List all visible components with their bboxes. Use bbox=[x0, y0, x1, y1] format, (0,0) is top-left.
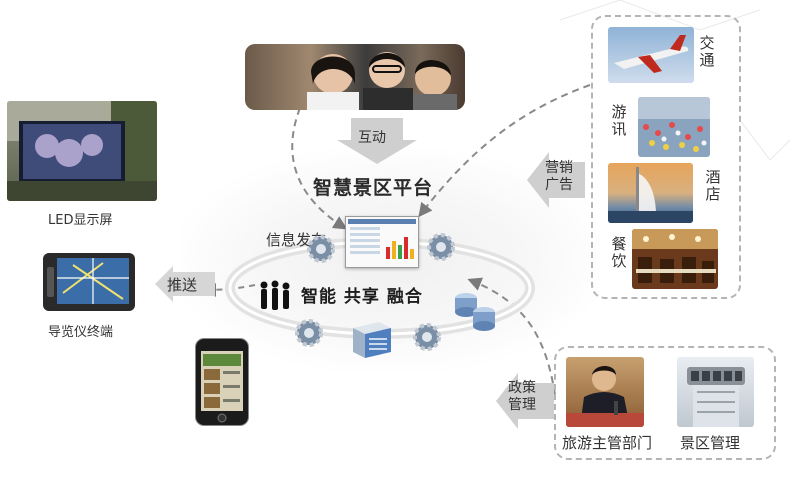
policy-label-line1: 政策 bbox=[508, 380, 536, 396]
dining-label: 餐 饮 bbox=[610, 236, 628, 270]
marketing-label-line2: 广告 bbox=[545, 177, 573, 193]
marketing-label-line1: 营销 bbox=[545, 160, 573, 176]
platform-dashboard-icon bbox=[345, 216, 419, 268]
push-label: 推送 bbox=[167, 276, 198, 294]
marketing-dashed-line bbox=[418, 84, 591, 218]
policy-label: 政策 管理 bbox=[508, 380, 536, 414]
navigator-label: 导览仪终端 bbox=[48, 325, 114, 340]
gear-icon bbox=[307, 235, 335, 263]
platform-title: 智慧景区平台 bbox=[313, 177, 434, 199]
tour-info-label-char: 讯 bbox=[611, 120, 627, 138]
server-icon bbox=[353, 322, 391, 358]
transport-label-char: 交 bbox=[699, 34, 715, 52]
gear-icon bbox=[413, 323, 441, 351]
policy-arrow bbox=[496, 373, 554, 429]
hotel-photo bbox=[608, 163, 693, 223]
tourism-dept-photo bbox=[566, 357, 644, 427]
hotel-label-char: 店 bbox=[705, 185, 721, 203]
marketing-arrow bbox=[527, 152, 585, 208]
interaction-label: 互动 bbox=[358, 130, 386, 146]
tour-info-label-char: 游 bbox=[611, 103, 627, 121]
marketing-label: 营销 广告 bbox=[545, 160, 573, 194]
management-box bbox=[554, 346, 776, 460]
gear-icon bbox=[427, 233, 455, 261]
led-screen-label: LED显示屏 bbox=[48, 213, 113, 228]
policy-dashed-line bbox=[467, 277, 556, 396]
smartphone-image bbox=[195, 338, 249, 426]
transport-label: 交 通 bbox=[698, 35, 716, 69]
dining-photo bbox=[632, 229, 718, 289]
transport-label-char: 通 bbox=[699, 51, 715, 69]
navigator-device-image bbox=[43, 253, 135, 311]
transport-photo bbox=[608, 27, 694, 83]
led-screen-image bbox=[7, 101, 157, 201]
gear-icon bbox=[295, 319, 323, 347]
tour-info-label: 游 讯 bbox=[610, 104, 628, 138]
interaction-dashed-line bbox=[291, 107, 348, 230]
scenic-mgmt-photo bbox=[677, 357, 754, 427]
database-icon bbox=[455, 293, 495, 331]
tour-info-photo bbox=[638, 97, 710, 157]
interaction-arrow bbox=[337, 118, 417, 164]
services-box bbox=[591, 15, 741, 299]
platform-core-label: 智能 共享 融合 bbox=[301, 287, 423, 307]
people-icon bbox=[260, 280, 290, 310]
tourism-dept-label: 旅游主管部门 bbox=[562, 434, 653, 452]
policy-label-line2: 管理 bbox=[508, 397, 536, 413]
dining-label-char: 饮 bbox=[611, 252, 627, 270]
dining-label-char: 餐 bbox=[611, 235, 627, 253]
push-arrow bbox=[155, 266, 215, 302]
scenic-mgmt-label: 景区管理 bbox=[680, 434, 741, 452]
tourists-photo bbox=[245, 44, 465, 110]
hotel-label: 酒 店 bbox=[704, 169, 722, 203]
hotel-label-char: 酒 bbox=[705, 168, 721, 186]
